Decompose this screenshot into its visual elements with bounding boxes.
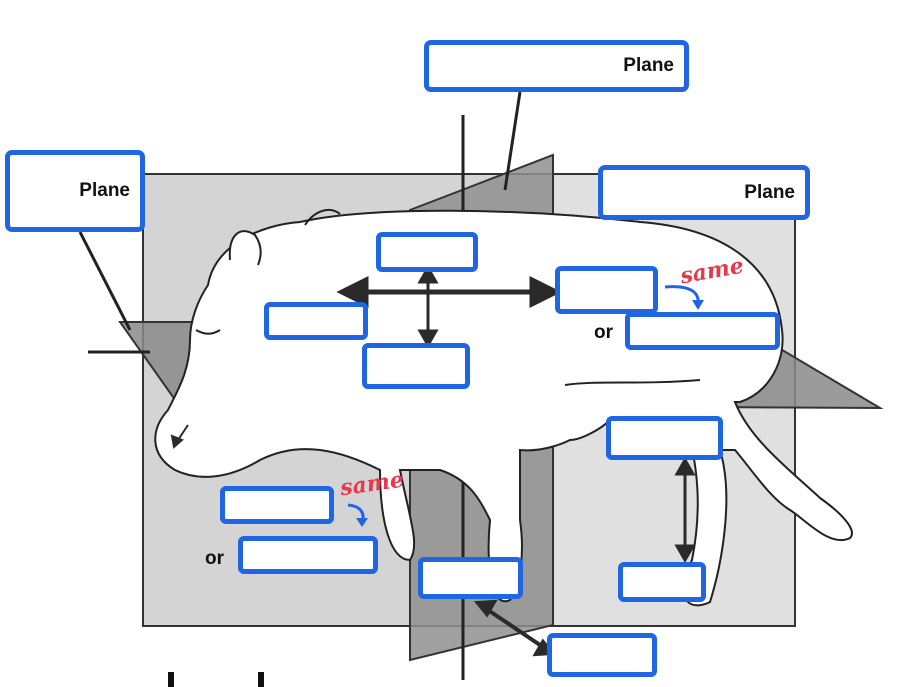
blank-cranial-left[interactable] (264, 302, 368, 340)
blank-rostral[interactable] (220, 486, 334, 524)
or-label-lower: or (205, 548, 224, 569)
plane-label-left[interactable]: Plane (5, 150, 145, 232)
plane-label-top-text: Plane (623, 55, 674, 76)
double-arrow-vertical-icon-lower (674, 456, 696, 564)
blank-proximal[interactable] (606, 416, 723, 460)
double-arrow-horizontal-icon (336, 275, 562, 309)
small-arrow-icon (170, 424, 189, 449)
blank-ventral[interactable] (362, 343, 470, 389)
blank-caudal[interactable] (555, 266, 658, 314)
blank-dorsal-top[interactable] (376, 232, 478, 272)
blank-lateral[interactable] (547, 633, 657, 677)
double-arrow-vertical-icon-upper (417, 264, 439, 349)
plane-label-right[interactable]: Plane (598, 165, 810, 220)
plane-label-left-text: Plane (79, 180, 130, 201)
blank-rostral-alternate[interactable] (238, 536, 378, 574)
plane-label-top[interactable]: Plane (424, 40, 689, 92)
or-label-upper: or (594, 322, 613, 343)
leader-top (503, 91, 522, 191)
cropped-text-fragment (258, 672, 264, 687)
blank-medial[interactable] (418, 557, 523, 599)
blank-distal[interactable] (618, 562, 706, 602)
blank-caudal-alternate[interactable] (625, 312, 780, 350)
leader-left (78, 231, 132, 331)
plane-label-right-text: Plane (744, 181, 795, 203)
cropped-text-fragment (168, 672, 174, 687)
